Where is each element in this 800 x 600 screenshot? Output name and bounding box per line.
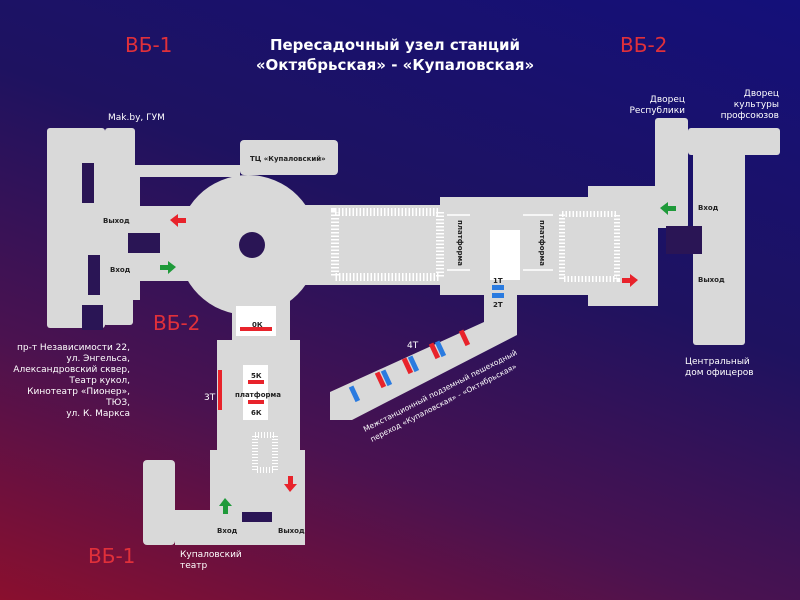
svg-text:Кинотеатр «Пионер»,: Кинотеатр «Пионер», [27,387,130,397]
dest-left-list: пр-т Независимости 22, ул. Энгельса, Але… [13,343,130,419]
exit-label-right: Выход [698,276,725,284]
dest-tc-kupalovsky: ТЦ «Купаловский» [250,155,326,163]
entry-label-right: Вход [698,204,719,212]
exit-arrow-bottom-icon [284,476,297,492]
exit-arrow-right-icon [622,274,638,287]
dest-dom-ofitserov-1: Центральный [685,357,750,367]
label-6k: 6К [251,409,262,417]
label-2t: 2Т [493,301,503,309]
round-hall-column [239,232,265,258]
transfer-passage [330,290,517,420]
turnstile-6k [248,400,264,404]
dest-dvorets-kultury-1: Дворец [744,89,779,99]
zone-vb2-mid: ВБ-2 [153,311,200,335]
svg-text:ТЮЗ,: ТЮЗ, [105,398,130,408]
platform-label-kup: платформа [235,391,281,399]
turnstile-2t [492,293,504,298]
okt-hall-escalators [300,205,445,285]
platform-label-okt-2: платформа [538,220,546,266]
svg-text:Театр кукол,: Театр кукол, [68,376,130,386]
label-1t: 1Т [493,277,503,285]
label-0k: 0К [252,321,263,329]
dest-dvorets-respubliki-2: Республики [629,106,685,116]
dest-kupalovsky-teatr-1: Купаловский [180,550,242,560]
dest-dvorets-kultury-3: профсоюзов [721,111,779,121]
turnstiles-4t [348,329,471,403]
entry-arrow-bottom-icon [219,498,232,514]
svg-text:Александровский сквер,: Александровский сквер, [13,365,130,375]
dest-mak-gum: Mak.by, ГУМ [108,113,165,123]
exit-label-bottom: Выход [278,527,305,535]
turnstile-1t [492,285,504,290]
kupalovskaya-station [143,300,305,545]
turnstile-0k [240,327,272,331]
title-line-1: Пересадочный узел станций [270,36,520,54]
zone-vb1-top: ВБ-1 [125,33,172,57]
svg-text:ул. Энгельса,: ул. Энгельса, [66,354,130,364]
entry-label-bottom: Вход [217,527,238,535]
dest-dom-ofitserov-2: дом офицеров [685,368,754,378]
east-hall [588,186,658,306]
vestibule-right [655,118,780,345]
entry-arrow-left-icon [160,261,176,274]
label-3t: 3Т [204,393,216,403]
svg-text:пр-т Независимости 22,: пр-т Независимости 22, [17,343,130,353]
entry-label-left: Вход [110,266,131,274]
dest-dvorets-respubliki-1: Дворец [650,95,685,105]
label-5k: 5К [251,372,262,380]
zone-vb2-top: ВБ-2 [620,33,667,57]
platform-label-okt-1: платформа [456,220,464,266]
dest-kupalovsky-teatr-2: театр [180,561,208,571]
turnstile-3t [218,370,222,410]
svg-text:ул. К. Маркса: ул. К. Маркса [66,409,130,419]
zone-vb1-bottom: ВБ-1 [88,544,135,568]
dest-dvorets-kultury-2: культуры [734,100,779,110]
label-4t: 4Т [407,341,419,351]
title-line-2: «Октябрьская» - «Купаловская» [256,56,534,74]
exit-arrow-left-icon [170,214,186,227]
turnstile-5k [248,380,264,384]
escalators-okt [331,208,620,282]
tc-kupalovsky-exit[interactable] [240,140,338,175]
entry-arrow-right-icon [660,202,676,215]
exit-label-left: Выход [103,217,130,225]
